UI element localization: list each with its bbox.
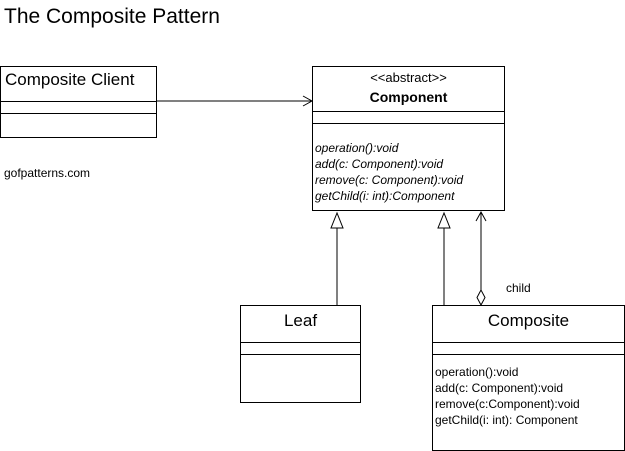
component-operations-divider [313, 123, 504, 124]
client-association-arrow [157, 95, 314, 107]
composite-name: Composite [487, 311, 570, 330]
composite-operation: add(c: Component):void [435, 381, 564, 395]
composite-attributes-divider [433, 342, 624, 343]
child-role-label: child [506, 281, 531, 295]
composite-client-name: Composite Client [5, 70, 135, 89]
site-credit: gofpatterns.com [4, 166, 91, 180]
composite-generalization-arrow [437, 211, 451, 305]
diagram-title: The Composite Pattern [4, 5, 220, 28]
composite-class[interactable]: Composite operation():void add(c: Compon… [432, 305, 625, 451]
component-operation: operation():void [315, 141, 399, 155]
composite-operation: getChild(i: int): Component [435, 413, 578, 427]
leaf-class[interactable]: Leaf [240, 305, 361, 403]
component-operation: remove(c: Component):void [315, 173, 464, 187]
client-operations-divider [1, 113, 156, 114]
leaf-generalization-arrow [330, 211, 344, 305]
component-class[interactable]: <<abstract>> Component operation():void … [312, 66, 505, 211]
composite-operation: operation():void [435, 365, 519, 379]
leaf-name: Leaf [283, 311, 318, 330]
component-name: Component [369, 89, 448, 105]
child-aggregation-arrow [475, 210, 487, 307]
component-attributes-divider [313, 111, 504, 112]
component-stereotype: <<abstract>> [370, 70, 447, 85]
composite-client-class[interactable]: Composite Client [0, 66, 157, 138]
component-operation: getChild(i: int):Component [315, 189, 455, 203]
leaf-operations-divider [241, 354, 360, 355]
client-attributes-divider [1, 101, 156, 102]
component-operation: add(c: Component):void [315, 157, 444, 171]
leaf-attributes-divider [241, 342, 360, 343]
composite-operations-divider [433, 354, 624, 355]
composite-operation: remove(c:Component):void [435, 397, 580, 411]
